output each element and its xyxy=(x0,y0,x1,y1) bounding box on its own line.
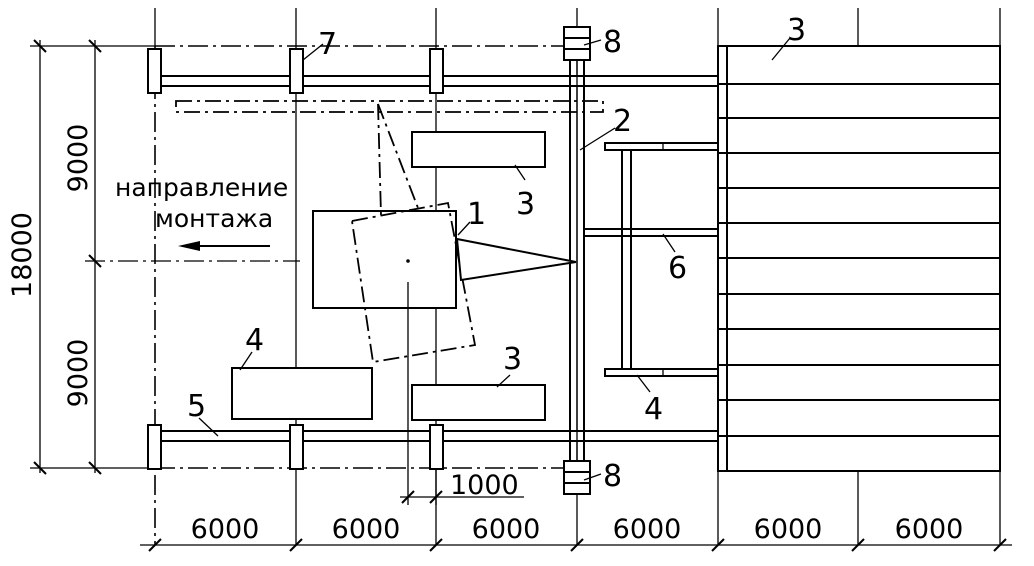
dim-offset: 1000 xyxy=(450,470,519,501)
callout-8-bottom: 8 xyxy=(603,459,622,494)
direction-line-1: направление xyxy=(115,173,288,202)
bay-4: 6000 xyxy=(613,514,682,545)
callout-8-top: 8 xyxy=(603,25,622,60)
mounted-block xyxy=(312,103,477,364)
bay-6: 6000 xyxy=(895,514,964,545)
gantry-bridge xyxy=(569,55,585,465)
panel-stacks xyxy=(231,131,546,421)
bay-3: 6000 xyxy=(472,514,541,545)
offset-dimension xyxy=(400,282,524,505)
callout-4-left: 4 xyxy=(245,323,264,358)
hoist-sling xyxy=(455,237,577,282)
columns xyxy=(147,48,444,470)
direction-label: направление монтажа xyxy=(115,173,288,233)
callout-numbers: 1 2 3 3 3 4 4 5 6 7 8 8 xyxy=(187,13,806,494)
direction-line-2: монтажа xyxy=(155,204,273,233)
bay-2: 6000 xyxy=(332,514,401,545)
callout-6: 6 xyxy=(668,251,687,286)
callout-1: 1 xyxy=(467,197,486,232)
direction-arrow xyxy=(178,241,270,251)
dim-half-top: 9000 xyxy=(63,124,94,193)
callout-2: 2 xyxy=(613,104,632,139)
bay-1: 6000 xyxy=(191,514,260,545)
dim-half-bottom: 9000 xyxy=(63,339,94,408)
dashed-truss xyxy=(175,100,604,113)
callout-3-top: 3 xyxy=(516,187,535,222)
bottom-dimensions xyxy=(140,538,1012,552)
crane-trolleys xyxy=(563,26,591,495)
callout-7: 7 xyxy=(318,27,337,62)
dimension-texts: 18000 9000 9000 1000 6000 6000 6000 6000… xyxy=(7,124,963,545)
callout-3-roof: 3 xyxy=(787,13,806,48)
callout-3-bottom: 3 xyxy=(503,342,522,377)
bay-5: 6000 xyxy=(754,514,823,545)
leader-lines xyxy=(198,37,791,481)
left-dimensions xyxy=(33,39,102,475)
callout-4-right: 4 xyxy=(644,392,663,427)
callout-5: 5 xyxy=(187,389,206,424)
dim-total: 18000 xyxy=(7,212,38,298)
roof-panel-stack xyxy=(717,45,1001,472)
traverse-frame xyxy=(583,142,719,377)
